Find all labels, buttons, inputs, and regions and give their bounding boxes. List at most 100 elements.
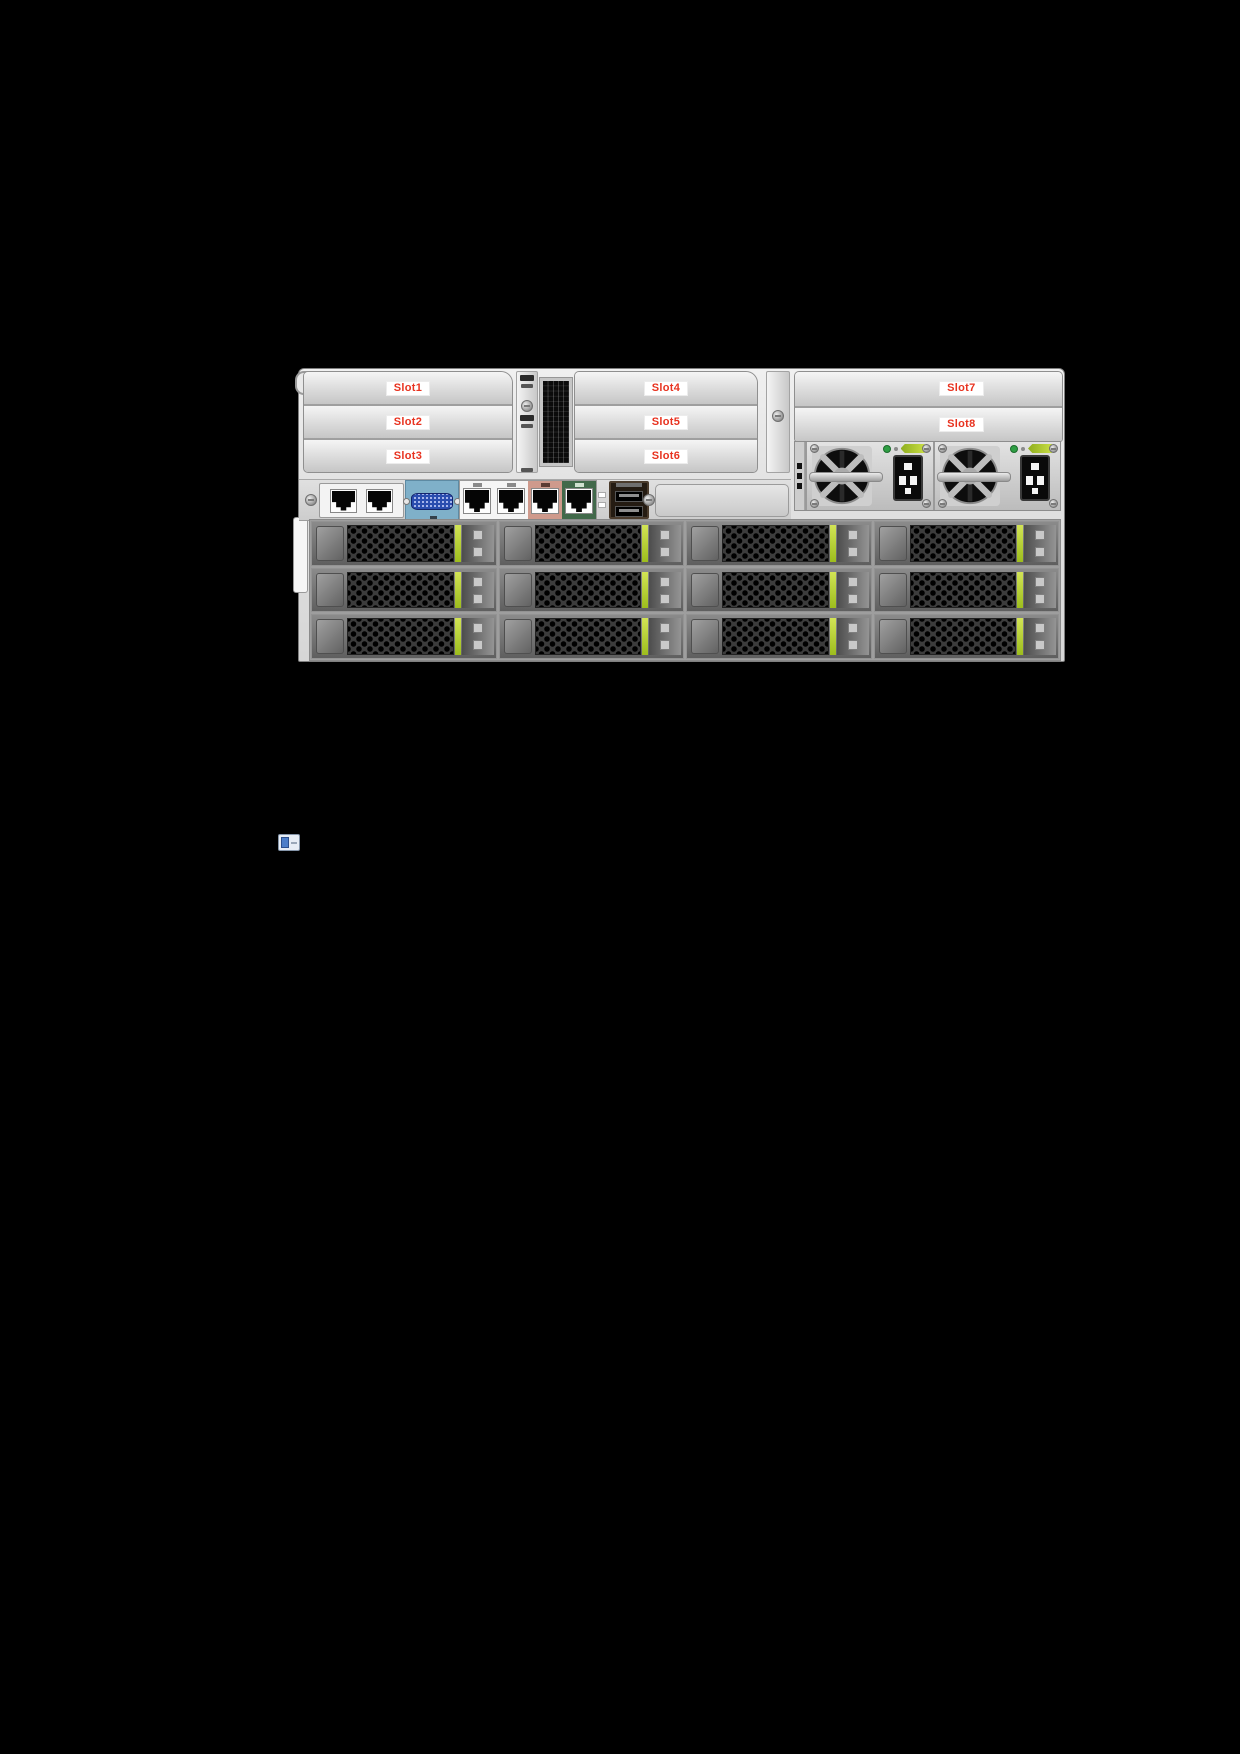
- drive-vent-mesh: [347, 525, 454, 562]
- drive-vent-mesh: [534, 525, 641, 562]
- drive-handle: [836, 525, 869, 562]
- usb-port: [615, 490, 643, 502]
- drive-vent-mesh: [534, 618, 641, 656]
- screw-icon: [1049, 444, 1058, 453]
- drive-led-strip: [642, 618, 648, 656]
- slot-label: Slot5: [643, 414, 689, 430]
- drive-led-strip: [1017, 525, 1023, 562]
- slot-label: Slot4: [643, 380, 689, 396]
- drive-led-strip: [642, 525, 648, 562]
- serial-label: [520, 415, 534, 421]
- screw-icon: [521, 400, 533, 412]
- drive-latch: [503, 572, 532, 608]
- screw-icon: [1049, 499, 1058, 508]
- port-id-glyph: [506, 483, 516, 487]
- pcie-slot-slot5: Slot5: [575, 406, 757, 440]
- psu-release-latch: [1028, 444, 1052, 453]
- drive-latch: [316, 619, 344, 655]
- serial-label: [520, 375, 534, 381]
- psu-fault-led: [1021, 446, 1025, 451]
- drive-latch: [878, 619, 907, 655]
- drive-handle: [649, 571, 681, 609]
- drive-vent-mesh: [722, 571, 829, 609]
- drive-bay-area: [309, 519, 1061, 661]
- drive-handle: [649, 618, 681, 656]
- usb-slot-icon: [616, 483, 642, 487]
- psu-handle: [936, 472, 1011, 482]
- drive-handle: [1024, 618, 1056, 656]
- drive-handle: [1024, 525, 1056, 562]
- drive-latch: [691, 619, 719, 655]
- drive-handle: [836, 571, 869, 609]
- usb-port-block: [609, 481, 649, 519]
- drive-vent-mesh: [347, 618, 454, 656]
- drive-bay: [311, 614, 497, 660]
- drive-led-strip: [1017, 571, 1023, 609]
- serial-label: [521, 468, 533, 472]
- drive-bay: [498, 521, 684, 566]
- drive-led-strip: [454, 571, 461, 609]
- drive-vent-mesh: [534, 571, 641, 609]
- drive-latch: [878, 572, 907, 608]
- slot-label: Slot1: [385, 380, 431, 396]
- drive-latch: [316, 572, 344, 608]
- drive-vent-mesh: [347, 571, 454, 609]
- nic-port-cell: [528, 481, 562, 519]
- drive-vent-mesh: [909, 571, 1016, 609]
- slot-label: Slot3: [385, 448, 431, 464]
- vent-holes: [543, 381, 569, 463]
- power-supply-unit: [932, 442, 1060, 510]
- io-panel: [299, 479, 791, 522]
- slot-label: Slot2: [385, 414, 431, 430]
- psu-vent-strip: [795, 442, 805, 510]
- usb-port: [615, 505, 643, 518]
- screw-icon: [305, 494, 317, 506]
- vent-grid: [539, 377, 573, 467]
- screw-icon: [810, 444, 819, 453]
- pcie-slot-slot6: Slot6: [575, 440, 757, 472]
- drive-led-strip: [454, 525, 461, 562]
- serial-label: [521, 424, 533, 428]
- drive-latch: [503, 619, 532, 655]
- screw-icon: [810, 499, 819, 508]
- slot-label: Slot7: [939, 381, 984, 397]
- nic-port-cell: [494, 481, 528, 519]
- port-id-glyph: [574, 483, 584, 487]
- drive-led-strip: [1017, 618, 1023, 656]
- vga-port-icon: [403, 492, 461, 510]
- pcie-slot-slot7: Slot7: [795, 372, 1062, 408]
- drive-led-strip: [829, 525, 836, 562]
- blank-filler-plate: [655, 484, 789, 517]
- riser-divider-2: [766, 371, 790, 473]
- drive-handle: [836, 618, 869, 656]
- power-supply-unit: [805, 442, 933, 510]
- riser-divider-1: [516, 371, 538, 473]
- drive-bay: [311, 567, 497, 613]
- screw-icon: [643, 494, 655, 506]
- drive-bay: [873, 567, 1059, 613]
- drive-latch: [878, 526, 907, 561]
- drive-vent-mesh: [722, 618, 829, 656]
- drive-handle: [649, 525, 681, 562]
- drive-handle: [461, 618, 494, 656]
- nic-rj45-port: [531, 488, 559, 514]
- drive-bay: [686, 521, 872, 566]
- slot-label: Slot8: [939, 416, 984, 432]
- drive-bay: [311, 521, 497, 566]
- pcie-slot-slot1: Slot1: [304, 372, 512, 406]
- nic-rj45-port: [463, 488, 491, 514]
- drive-row: [311, 567, 1059, 613]
- drive-led-strip: [642, 571, 648, 609]
- screw-icon: [921, 444, 931, 453]
- psu-status-leds: [882, 444, 925, 453]
- pcie-slot-slot2: Slot2: [304, 406, 512, 440]
- pcie-slot-slot3: Slot3: [304, 440, 512, 472]
- psu-release-latch: [900, 444, 925, 453]
- screw-icon: [921, 499, 931, 508]
- drive-led-strip: [454, 618, 461, 656]
- power-inlet-c14: [1020, 455, 1050, 501]
- nic-port-cell: [460, 481, 494, 519]
- management-port-card: [319, 483, 404, 518]
